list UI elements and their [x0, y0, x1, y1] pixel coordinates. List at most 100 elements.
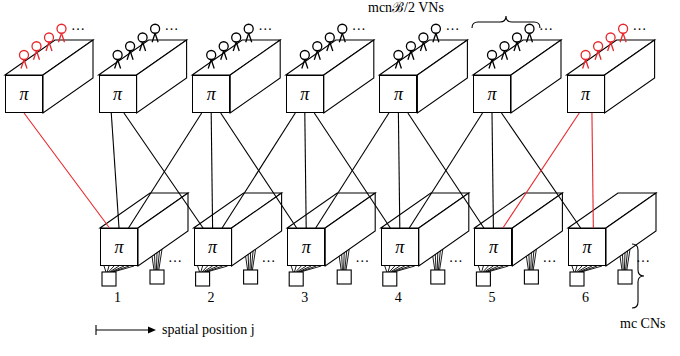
position-number: 3: [301, 290, 308, 306]
ellipsis: …: [165, 18, 179, 34]
permutation-symbol: π: [394, 84, 403, 105]
permutation-box: π: [5, 75, 43, 113]
prism-body: [99, 40, 187, 113]
graph-edge: [221, 113, 297, 228]
position-number: 1: [114, 290, 121, 306]
variable-node-figure: [419, 33, 428, 51]
permutation-symbol: π: [489, 237, 498, 258]
graph-edge: [409, 113, 482, 228]
graph-edge: [408, 113, 484, 228]
variable-node-figure: [606, 33, 615, 51]
variable-node-figure: [594, 42, 603, 60]
permutation-box: π: [379, 75, 417, 113]
ellipsis: …: [633, 18, 647, 34]
variable-node-figure: [313, 42, 322, 60]
permutation-symbol: π: [208, 237, 217, 258]
brace: [472, 16, 540, 28]
graph-edge: [211, 113, 212, 228]
permutation-symbol: π: [581, 84, 590, 105]
variable-node-figure: [513, 33, 522, 51]
variable-node-figure: [232, 33, 241, 51]
axis-label: spatial position j: [162, 322, 255, 338]
variable-node-figure: [219, 42, 228, 60]
permutation-symbol: π: [114, 237, 123, 258]
graph-edge: [316, 113, 389, 228]
permutation-box: π: [194, 228, 232, 266]
variable-node-figure: [488, 51, 497, 69]
variable-node-figure: [113, 51, 122, 69]
ellipsis: …: [539, 18, 553, 34]
position-number: 6: [582, 290, 589, 306]
graph-edge: [503, 113, 579, 228]
permutation-box: π: [192, 75, 230, 113]
graph-edge: [124, 113, 203, 228]
permutation-box: π: [567, 75, 605, 113]
prism-body: [192, 40, 280, 113]
graph-edge: [492, 113, 493, 228]
position-number: 2: [208, 290, 215, 306]
ellipsis: …: [636, 250, 650, 266]
ellipsis: …: [352, 18, 366, 34]
permutation-symbol: π: [113, 84, 122, 105]
permutation-box: π: [286, 75, 324, 113]
variable-node-figure: [394, 51, 403, 69]
ellipsis: …: [258, 18, 272, 34]
graph-edge: [222, 113, 295, 228]
ellipsis: …: [542, 250, 556, 266]
prism-body: [286, 40, 374, 113]
variable-node-figure: [581, 51, 590, 69]
graph-edge: [129, 113, 202, 228]
permutation-symbol: π: [207, 84, 216, 105]
variable-node-figure: [32, 42, 41, 60]
graph-edge: [592, 113, 593, 228]
ellipsis: …: [262, 250, 276, 266]
variable-node-figure: [431, 24, 440, 42]
variable-node-figure: [500, 42, 509, 60]
graph-edge: [305, 113, 306, 228]
permutation-box: π: [474, 228, 512, 266]
axis-arrow: [96, 325, 156, 335]
permutation-symbol: π: [395, 237, 404, 258]
graph-edge: [502, 113, 581, 228]
ellipsis: …: [71, 18, 85, 34]
permutation-box: π: [568, 228, 606, 266]
ellipsis: …: [449, 250, 463, 266]
graph-edge: [398, 113, 399, 228]
prism-body: [5, 40, 93, 113]
ellipsis: …: [355, 250, 369, 266]
graph-edge: [314, 113, 390, 228]
position-number: 4: [395, 290, 402, 306]
variable-node-figure: [338, 24, 347, 42]
prism-body: [473, 40, 561, 113]
variable-node-figure: [207, 51, 216, 69]
prism-body: [379, 40, 467, 113]
permutation-box: π: [287, 228, 325, 266]
variable-node-figure: [525, 24, 534, 42]
permutation-symbol: π: [582, 237, 591, 258]
variable-node-figure: [300, 51, 309, 69]
variable-node-figure: [406, 42, 415, 60]
variable-node-figure: [325, 33, 334, 51]
permutation-box: π: [99, 75, 137, 113]
variable-node-figure: [57, 24, 66, 42]
variable-node-figure: [126, 42, 135, 60]
graph-edge: [111, 113, 119, 228]
permutation-symbol: π: [302, 237, 311, 258]
count-label: mcnℬ/2 VNs: [368, 0, 444, 16]
permutation-symbol: π: [300, 84, 309, 105]
permutation-box: π: [473, 75, 511, 113]
variable-node-figure: [619, 24, 628, 42]
graph-edge: [24, 113, 110, 228]
variable-node-figure: [45, 33, 54, 51]
variable-node-figure: [20, 51, 29, 69]
count-label: mc CNs: [620, 316, 666, 332]
permutation-box: π: [100, 228, 138, 266]
permutation-box: π: [381, 228, 419, 266]
position-number: 5: [488, 290, 495, 306]
prism-body: [568, 193, 656, 266]
permutation-symbol: π: [19, 84, 28, 105]
ellipsis: …: [445, 18, 459, 34]
